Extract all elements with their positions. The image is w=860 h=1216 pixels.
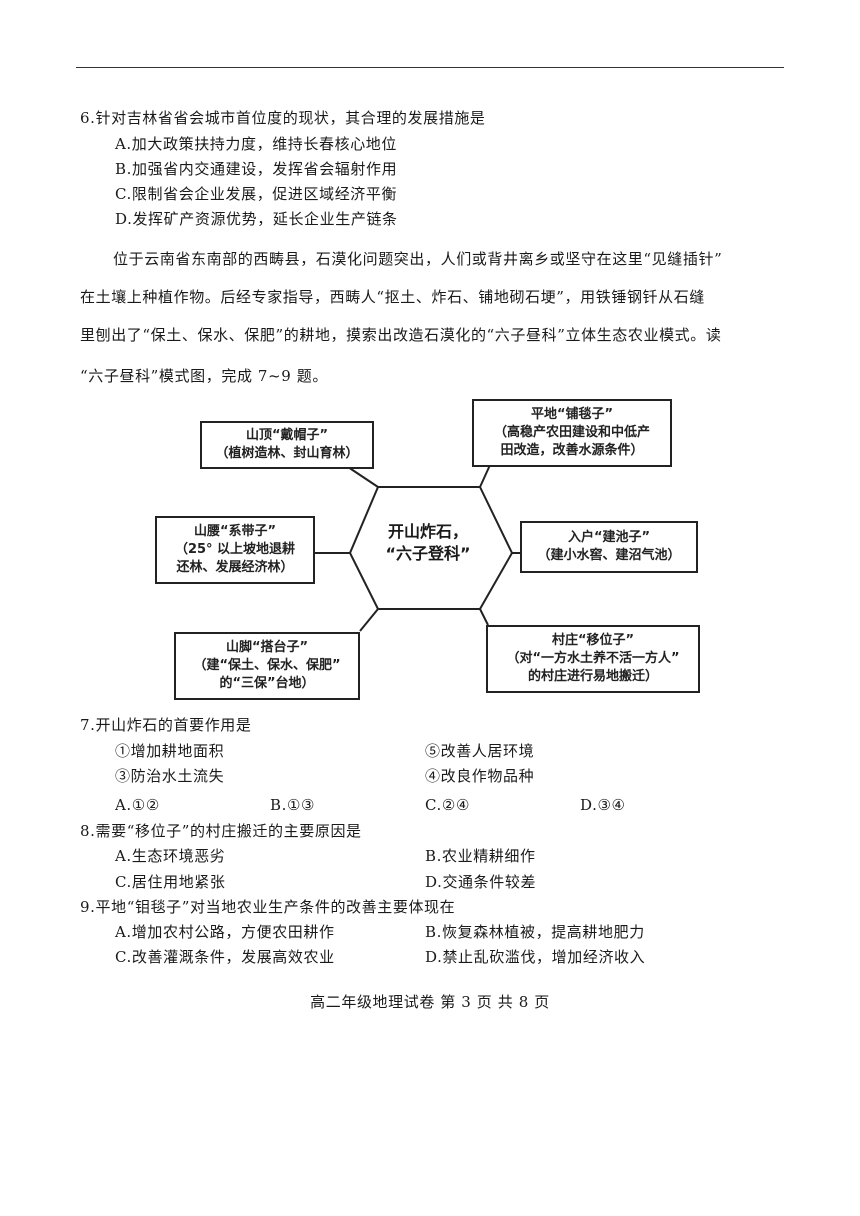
box-household: 入户“建池子” （建小水窖、建沼气池） xyxy=(520,521,698,573)
passage-line-1: 位于云南省东南部的西畴县，石漠化问题突出，人们或背井离乡或坚守在这里“见缝插针” xyxy=(113,250,723,268)
q9-option-b: B.恢复森林植被，提高耕地肥力 xyxy=(425,923,645,941)
q7-item-2: ⑤改善人居环境 xyxy=(425,742,535,760)
q7-option-b: B.①③ xyxy=(270,796,316,814)
box-mountain-waist-detail-1: （25° 以上坡地退耕 xyxy=(174,542,296,557)
q9-option-a: A.增加农村公路，方便农田耕作 xyxy=(115,923,335,941)
q7-item-1: ①增加耕地面积 xyxy=(115,742,225,760)
box-village-detail-1: （对“一方水土养不活一方人” xyxy=(506,651,680,666)
q8-option-c: C.居住用地紧张 xyxy=(115,873,226,891)
header-rule xyxy=(76,67,784,68)
q6-option-c: C.限制省会企业发展，促进区域经济平衡 xyxy=(115,185,398,203)
passage-line-3: 里刨出了“保土、保水、保肥”的耕地，摸索出改造石漠化的“六子昼科”立体生态农业模… xyxy=(80,326,722,344)
box-mountain-foot: 山脚“搭台子” （建“保土、保水、保肥” 的“三保”台地） xyxy=(174,632,360,700)
connector-top-left xyxy=(347,466,379,488)
box-mountain-top: 山顶“戴帽子” （植树造林、封山育林） xyxy=(200,421,374,469)
box-village: 村庄“移位子” （对“一方水土养不活一方人” 的村庄进行易地搬迁） xyxy=(486,625,700,693)
box-flatland-detail-1: （高稳产农田建设和中低产 xyxy=(493,425,650,440)
q7-item-4: ④改良作物品种 xyxy=(425,767,535,785)
box-mountain-top-title: 山顶“戴帽子” xyxy=(245,428,329,443)
center-label-line-1: 开山炸石， xyxy=(387,522,468,541)
box-flatland-detail-2: 田改造，改善水源条件） xyxy=(500,443,644,458)
connector-bottom-right xyxy=(479,608,489,626)
box-mountain-waist-detail-2: 还林、发展经济林） xyxy=(176,560,294,575)
q8-option-b: B.农业精耕细作 xyxy=(425,847,536,865)
q8-stem: 8.需要“移位子”的村庄搬迁的主要原因是 xyxy=(80,822,362,840)
box-mountain-foot-detail-1: （建“保土、保水、保肥” xyxy=(193,658,341,673)
q7-option-d: D.③④ xyxy=(580,796,626,814)
box-village-title: 村庄“移位子” xyxy=(551,633,635,648)
q8-option-d: D.交通条件较差 xyxy=(425,873,537,891)
center-label-line-2: “六子登科” xyxy=(385,544,471,563)
connector-bottom-left xyxy=(359,608,379,632)
connector-top-right xyxy=(479,464,491,488)
box-mountain-waist-title: 山腰“系带子” xyxy=(193,524,277,539)
q9-option-c: C.改善灌溉条件，发展高效农业 xyxy=(115,948,335,966)
q9-option-d: D.禁止乱砍滥伐，增加经济收入 xyxy=(425,948,646,966)
box-mountain-foot-detail-2: 的“三保”台地） xyxy=(219,676,315,691)
passage-line-2: 在土壤上种植作物。后经专家指导，西畴人“抠土、炸石、铺地砌石埂”，用铁锤钢钎从石… xyxy=(80,288,705,306)
box-mountain-waist: 山腰“系带子” （25° 以上坡地退耕 还林、发展经济林） xyxy=(155,516,315,584)
q6-stem: 6.针对吉林省省会城市首位度的现状，其合理的发展措施是 xyxy=(80,109,486,127)
q7-option-a: A.①② xyxy=(115,796,160,814)
box-flatland-title: 平地“铺毯子” xyxy=(530,407,614,422)
box-mountain-foot-title: 山脚“搭台子” xyxy=(225,640,309,655)
center-label: 开山炸石， “六子登科” xyxy=(378,521,478,565)
q9-stem: 9.平地“钼毯子”对当地农业生产条件的改善主要体现在 xyxy=(80,898,456,916)
box-flatland: 平地“铺毯子” （高稳产农田建设和中低产 田改造，改善水源条件） xyxy=(472,399,672,467)
box-village-detail-2: 的村庄进行易地搬迁） xyxy=(527,669,658,684)
q7-item-3: ③防治水土流失 xyxy=(115,767,225,785)
q7-option-c: C.②④ xyxy=(425,796,471,814)
page-footer: 高二年级地理试卷 第 3 页 共 8 页 xyxy=(310,993,550,1011)
q6-option-b: B.加强省内交通建设，发挥省会辐射作用 xyxy=(115,160,398,178)
six-zi-diagram: 开山炸石， “六子登科” 山顶“戴帽子” （植树造林、封山育林） 山腰“系带子”… xyxy=(150,395,710,710)
diagram-connectors xyxy=(312,464,520,632)
box-mountain-top-detail: （植树造林、封山育林） xyxy=(215,446,359,461)
q8-option-a: A.生态环境恶劣 xyxy=(115,847,226,865)
box-household-detail: （建小水窖、建沼气池） xyxy=(537,548,681,563)
box-household-title: 入户“建池子” xyxy=(567,530,651,545)
q6-option-d: D.发挥矿产资源优势，延长企业生产链条 xyxy=(115,210,398,228)
passage-line-4: “六子昼科”模式图，完成 7~9 题。 xyxy=(80,367,328,385)
q6-option-a: A.加大政策扶持力度，维持长春核心地位 xyxy=(115,135,398,153)
q7-stem: 7.开山炸石的首要作用是 xyxy=(80,716,252,734)
